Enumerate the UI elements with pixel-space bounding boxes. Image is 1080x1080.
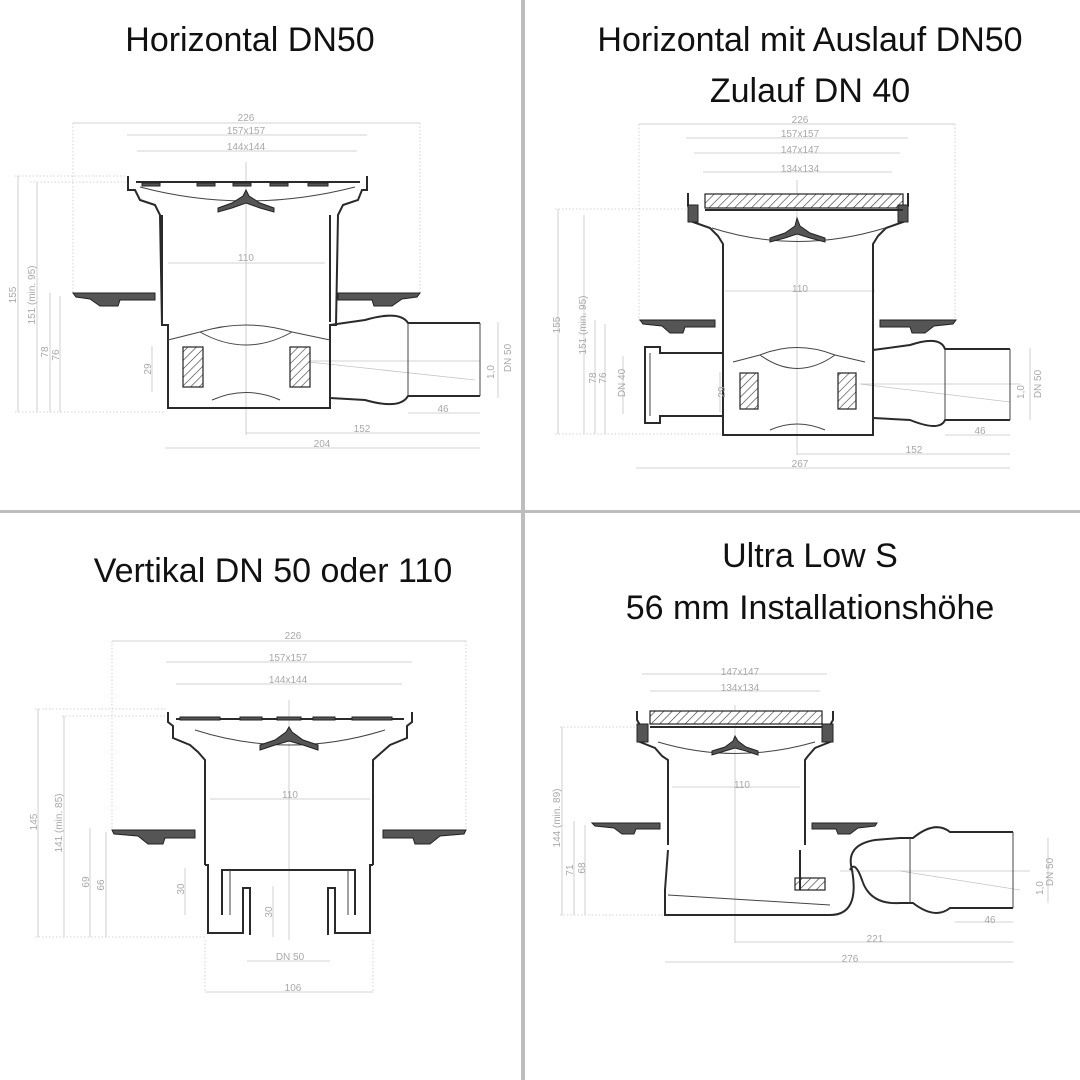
dim-grate: 144x144 [227, 142, 266, 153]
drawing-ultra-low-s: 147x147 134x134 110 144 (min. 89) 71 68 … [552, 667, 1056, 965]
dim-inner: 110 [282, 790, 298, 801]
dim-outlet: DN 50 [503, 343, 514, 372]
dimension-labels: 226 157x157 147x147 134x134 110 155 151 … [552, 115, 1044, 470]
dim-overall: 226 [238, 113, 255, 124]
dimension-lines [560, 673, 1049, 963]
dim-inlet: DN 40 [617, 368, 628, 397]
dim-71: 71 [565, 864, 576, 876]
dim-inner: 110 [792, 284, 808, 295]
drain-body [72, 176, 481, 409]
dim-78: 78 [588, 372, 599, 384]
dim-152: 152 [354, 424, 371, 435]
dim-78: 78 [40, 346, 51, 358]
dim-frame2: 147x147 [781, 145, 820, 156]
panel-title-vertikal: Vertikal DN 50 oder 110 [93, 552, 453, 590]
panel-title-horizontal-auslauf: Horizontal mit Auslauf DN50 [597, 21, 1023, 59]
dim-overall: 226 [285, 631, 302, 642]
dim-inner: 110 [238, 253, 254, 264]
dim-height-adj: 144 (min. 89) [552, 789, 563, 848]
dim-frame: 157x157 [781, 129, 820, 140]
horizontal-divider [0, 510, 1080, 513]
dim-267: 267 [792, 459, 809, 470]
dim-76: 76 [51, 349, 62, 361]
dim-height: 145 [29, 813, 40, 830]
dim-frame: 147x147 [721, 667, 760, 678]
dim-inner: 110 [734, 780, 750, 791]
dim-276: 276 [842, 954, 859, 965]
grate-slots [179, 716, 393, 721]
dim-46: 46 [974, 426, 986, 437]
dim-152: 152 [906, 445, 923, 456]
dim-outlet: DN 50 [1033, 369, 1044, 398]
dimension-lines [15, 122, 499, 449]
grate-slots [141, 182, 329, 187]
drawing-vertikal: 226 157x157 144x144 110 145 141 (min. 85… [29, 631, 467, 994]
dim-frame: 157x157 [269, 653, 308, 664]
dim-29: 29 [143, 363, 154, 375]
dim-slope: 1,0 [1016, 385, 1027, 399]
dim-106: 106 [285, 983, 302, 994]
dim-68: 68 [577, 862, 588, 874]
dim-slope: 1,0 [1035, 881, 1046, 895]
dim-slope: 1,0 [486, 365, 497, 379]
dim-76: 76 [598, 372, 609, 384]
panel-subtitle-zulauf: Zulauf DN 40 [709, 72, 911, 110]
dimension-lines [555, 123, 1031, 469]
dim-46: 46 [437, 404, 449, 415]
dimension-labels: 147x147 134x134 110 144 (min. 89) 71 68 … [552, 667, 1056, 965]
dim-overall: 226 [792, 115, 809, 126]
dim-69: 69 [81, 876, 92, 888]
dim-221: 221 [867, 934, 884, 945]
dim-grate: 134x134 [721, 683, 760, 694]
dimension-labels: 226 157x157 144x144 110 145 141 (min. 85… [29, 631, 308, 994]
dim-height-adj: 141 (min. 85) [54, 794, 65, 853]
dim-height: 155 [8, 286, 19, 303]
dim-30-upper: 30 [176, 883, 187, 895]
dim-grate: 144x144 [269, 675, 308, 686]
dim-grate: 134x134 [781, 164, 820, 175]
dim-height-adj: 151 (min. 95) [27, 266, 38, 325]
vertical-divider [521, 0, 525, 1080]
panel-title-ultra-low: Ultra Low S [722, 537, 898, 575]
dim-66: 66 [96, 879, 107, 891]
panel-subtitle-installationshoehe: 56 mm Installationshöhe [625, 589, 995, 627]
drain-body [590, 710, 1014, 916]
drawing-horizontal-dn50: 226 157x157 144x144 110 155 151 (min. 95… [8, 113, 514, 450]
dimension-lines [35, 640, 467, 993]
dim-46: 46 [984, 915, 996, 926]
panel-title-horizontal-dn50: Horizontal DN50 [125, 21, 375, 59]
dim-outlet: DN 50 [1045, 857, 1056, 886]
dim-outlet: DN 50 [276, 952, 305, 963]
dim-frame: 157x157 [227, 126, 266, 137]
dim-29: 29 [717, 386, 728, 398]
drawing-horizontal-auslauf: 226 157x157 147x147 134x134 110 155 151 … [552, 115, 1044, 470]
dim-height: 155 [552, 316, 563, 333]
dim-height-adj: 151 (min. 95) [578, 296, 589, 355]
drain-body [639, 193, 1011, 436]
dim-204: 204 [314, 439, 331, 450]
drain-body [111, 712, 467, 935]
dimension-labels: 226 157x157 144x144 110 155 151 (min. 95… [8, 113, 514, 450]
dim-30-lower: 30 [264, 906, 275, 918]
